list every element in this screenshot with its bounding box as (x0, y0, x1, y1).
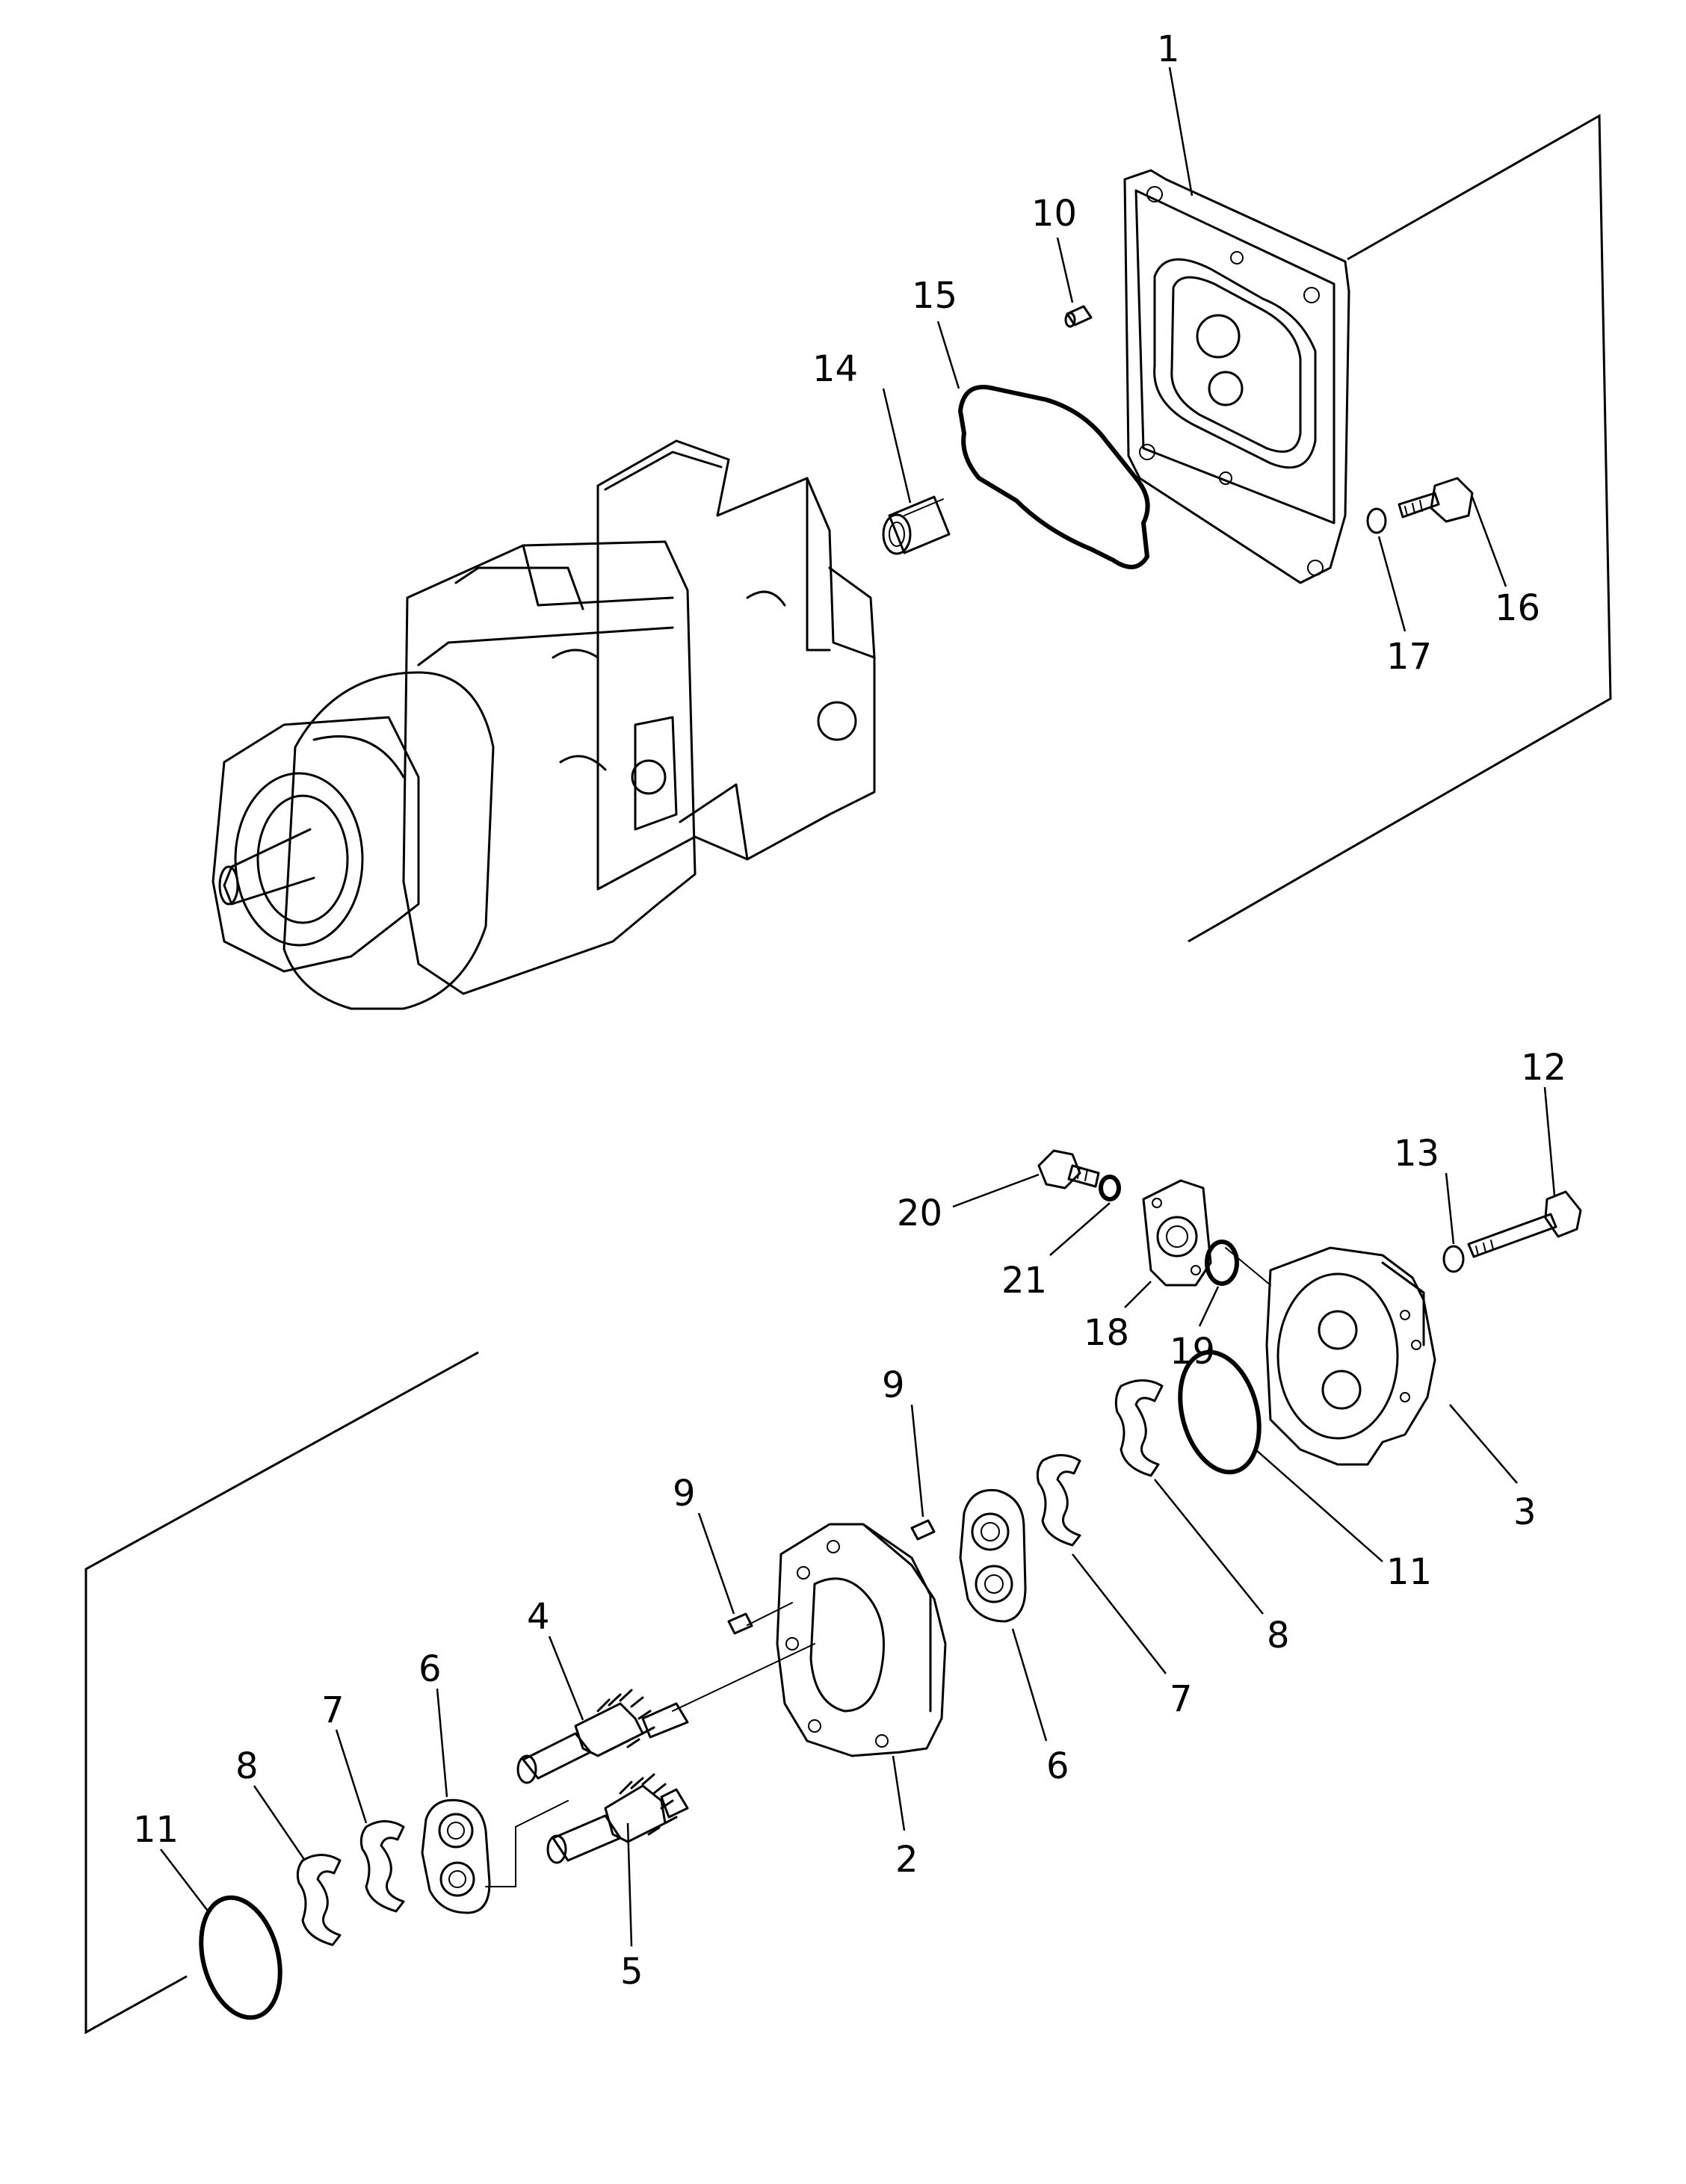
part-19-oring (1205, 1240, 1239, 1286)
label-11-right: 11 (1386, 1551, 1432, 1593)
label-6-left: 6 (419, 1648, 442, 1690)
part-9-pin-lower (727, 1612, 753, 1635)
part-11-oring-left (199, 1895, 282, 2020)
lower-frame-line (84, 1351, 479, 2035)
part-5-driven-gear (546, 1773, 689, 1864)
label-7-left: 7 (321, 1689, 345, 1731)
label-10: 10 (1031, 193, 1077, 235)
part-7-clip-left (359, 1820, 405, 1913)
callout-labels: 1 10 15 14 16 17 12 13 20 21 18 19 3 11 … (133, 28, 1566, 1993)
part-10-dowel-pin (1064, 305, 1093, 328)
label-2: 2 (895, 1839, 918, 1881)
part-4-drive-gear (516, 1689, 689, 1784)
label-8-right: 8 (1267, 1615, 1290, 1656)
part-9-pin-upper (910, 1519, 936, 1541)
leader-lines (160, 66, 1556, 1947)
label-3: 3 (1513, 1491, 1537, 1533)
part-13-washer (1442, 1245, 1465, 1273)
label-12: 12 (1521, 1047, 1566, 1089)
part-18-flange (1142, 1179, 1212, 1287)
label-21: 21 (1001, 1260, 1047, 1302)
label-16: 16 (1495, 587, 1540, 629)
part-6-plate-left (421, 1798, 491, 1914)
label-1: 1 (1157, 28, 1180, 70)
label-11-left: 11 (133, 1809, 179, 1851)
part-17-washer (1366, 507, 1387, 534)
label-13: 13 (1394, 1133, 1439, 1175)
part-15-gasket (957, 385, 1150, 569)
part-12-bolt (1467, 1190, 1582, 1258)
part-6-plate-right (959, 1488, 1027, 1623)
part-8-clip-left (296, 1854, 342, 1946)
label-9-upper: 9 (882, 1364, 905, 1406)
assembly-axis-line (485, 1247, 1271, 1887)
part-21-washer (1099, 1175, 1121, 1201)
part-14-bushing (882, 495, 951, 555)
pump-body-assembly (211, 439, 876, 1010)
part-16-bolt (1398, 477, 1474, 523)
label-20: 20 (897, 1192, 942, 1234)
label-18: 18 (1084, 1312, 1129, 1354)
part-11-oring-right (1178, 1349, 1262, 1475)
upper-frame-line (1188, 114, 1612, 943)
label-6-right: 6 (1046, 1745, 1069, 1787)
part-1-cover-plate (1123, 169, 1350, 584)
label-19: 19 (1170, 1331, 1215, 1373)
part-3-rear-housing (1265, 1246, 1436, 1466)
label-8-left: 8 (235, 1745, 259, 1787)
label-14: 14 (812, 348, 858, 390)
part-8-clip-right (1114, 1379, 1164, 1477)
part-20-bolt (1037, 1149, 1100, 1190)
label-5: 5 (620, 1951, 643, 1993)
part-7-clip-right (1036, 1454, 1081, 1547)
label-7-right: 7 (1170, 1678, 1193, 1720)
label-15: 15 (912, 275, 957, 317)
part-2-gear-housing (776, 1523, 947, 1757)
label-9-lower: 9 (673, 1473, 696, 1515)
label-4: 4 (527, 1596, 550, 1638)
label-17: 17 (1386, 636, 1432, 678)
